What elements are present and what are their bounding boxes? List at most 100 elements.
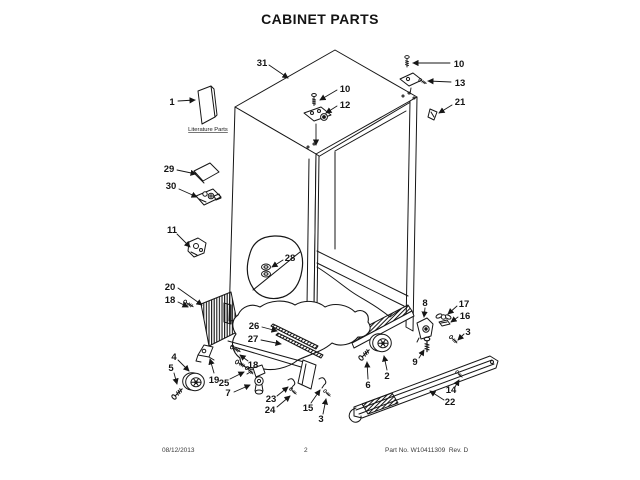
box-hole (207, 192, 215, 200)
callout-label: 8 (422, 298, 427, 309)
valve-port (256, 378, 262, 384)
nut-detail (440, 321, 448, 324)
callout-8: 8 (421, 298, 428, 318)
leader-line (177, 301, 189, 308)
part-bracket-19 (195, 344, 215, 363)
callout-label: 11 (167, 225, 178, 236)
part-valve-assembly-11 (187, 237, 207, 258)
valve-port (199, 248, 203, 252)
detail-balloon-28 (246, 235, 304, 300)
callout-label: 2 (384, 371, 389, 382)
leader-line (429, 390, 445, 401)
part-top-center-hinge-12 (303, 93, 332, 146)
valve-top (252, 364, 266, 378)
callout-10-center: 10 (319, 84, 351, 101)
assembly-line (409, 87, 412, 95)
part-axle-screw-6 (357, 347, 372, 362)
rail-edge (230, 345, 302, 368)
rail-edge (227, 340, 305, 363)
callout-28: 28 (271, 253, 295, 268)
leader-line (177, 97, 196, 104)
callout-label: 14 (446, 385, 457, 396)
callout-label: 10 (340, 84, 351, 95)
page-title: CABINET PARTS (261, 11, 379, 27)
box-detail (198, 198, 207, 203)
leader-line (233, 384, 251, 393)
part-nut-16 (438, 319, 451, 327)
valve-base (254, 389, 264, 395)
callout-11: 11 (167, 225, 191, 248)
callout-label: 23 (266, 394, 277, 405)
screw-icon (417, 77, 428, 86)
callout-17: 17 (447, 299, 469, 315)
callout-4: 4 (171, 352, 190, 372)
part-literature-packet-1: Literature Parts (188, 85, 228, 133)
shim-detail (430, 111, 435, 118)
callout-label: 20 (165, 282, 176, 293)
hinge-hole-dot (306, 145, 310, 149)
part-roller-4 (182, 372, 205, 392)
grommet-hole (263, 272, 269, 276)
rail-end-hole (490, 360, 494, 364)
leader-line (178, 188, 198, 198)
leader-line (176, 233, 191, 248)
callout-3-left: 3 (318, 398, 329, 425)
cabinet-outline (223, 49, 418, 349)
callout-12: 12 (325, 100, 350, 114)
clip-shape (287, 378, 296, 390)
leader-line (450, 316, 459, 323)
hinge-cam-pin (322, 115, 326, 119)
leader-line (172, 372, 179, 385)
detail-balloon-26-27 (231, 300, 371, 371)
leader-line (319, 89, 338, 101)
leader-line (176, 169, 197, 176)
callout-label: 10 (454, 59, 465, 70)
interior-floor-wavy-edge (316, 266, 402, 318)
callout-label: 19 (209, 375, 220, 386)
leader-line (239, 354, 249, 362)
valve-tube (246, 370, 253, 375)
callout-20: 20 (165, 282, 203, 306)
callout-label: 21 (455, 97, 466, 108)
valve-body (254, 376, 264, 386)
part-bottom-rail-22 (348, 355, 499, 423)
bracket-foot (416, 337, 420, 343)
balloon-outline (246, 235, 304, 300)
right-front-stile (405, 96, 418, 332)
callout-24: 24 (265, 395, 291, 416)
grommet (261, 270, 271, 278)
callout-label: 9 (412, 357, 417, 368)
left-face-crease (306, 158, 310, 307)
callout-label: 13 (455, 78, 466, 89)
footer-page-number: 2 (304, 447, 308, 454)
callout-19: 19 (208, 358, 220, 386)
packet-edge (210, 85, 218, 118)
leader-line (418, 349, 425, 359)
interior-floor-edge-2 (316, 262, 405, 307)
callout-label: 22 (445, 397, 456, 408)
leader-line (438, 104, 453, 114)
part-screw-3b (448, 334, 459, 345)
callout-31: 31 (257, 58, 289, 79)
bracket-pin (424, 327, 428, 331)
panel-edge-line (252, 251, 301, 291)
hinge-plate (303, 106, 332, 122)
part-condenser-grille-20 (182, 291, 240, 347)
part-control-box-30 (195, 188, 222, 206)
hinge-hole (405, 76, 411, 82)
wing (435, 313, 443, 319)
callout-label: 4 (171, 352, 177, 363)
leader-line (382, 355, 389, 371)
leader-line (447, 305, 458, 315)
rail-grip-hatch (361, 392, 399, 415)
leader-line (310, 389, 321, 404)
leader-line (427, 78, 452, 85)
top-front-flange-line (317, 99, 415, 158)
callout-label: 15 (303, 403, 314, 414)
leader-line (364, 361, 371, 380)
callout-29: 29 (164, 164, 197, 176)
callout-6: 6 (364, 361, 371, 391)
interior-floor-edge-1 (316, 250, 409, 297)
part-roller-bracket-8 (416, 317, 434, 343)
